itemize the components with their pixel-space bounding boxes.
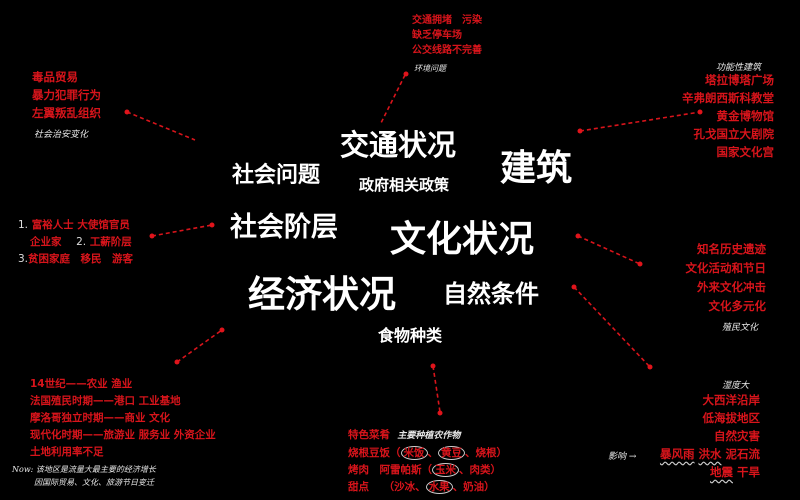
branch-architecture-item: 孔戈国立大剧院 [693, 127, 775, 141]
food-dish: 甜点 [348, 481, 369, 493]
note-food: 主要种植农作物 [397, 431, 461, 441]
branch-economy-item: 法国殖民时期——港口 工业基地 [30, 395, 181, 407]
branch-economy-item: 14世纪——农业 渔业 [30, 378, 133, 390]
branch-social-issues-item: 毒品贸易 [32, 70, 78, 84]
branch-social-issues: 毒品贸易 暴力犯罪行为 左翼叛乱组织 [32, 68, 101, 122]
branch-social-class: 1. 富裕人士 大使馆官员 企业家 2. 工薪阶层 3.贫困家庭 移民 游客 [18, 219, 134, 265]
note-architecture: 功能性建筑 [716, 63, 762, 73]
branch-culture-item: 外来文化冲击 [697, 280, 766, 294]
food-dish: 烧根豆饭 [348, 447, 390, 459]
branch-traffic-item: 缺乏停车场 [412, 30, 462, 41]
branch-architecture-item: 黄金博物馆 [716, 109, 775, 123]
topic-government-policy: 政府相关政策 [359, 176, 450, 194]
branch-social-class-item: 企业家 [30, 236, 62, 248]
topic-traffic: 交通状况 [340, 128, 457, 162]
branch-food: 特色菜肴 主要种植农作物 烧根豆饭（米饭、黄豆、烧根） 烤肉 阿雷帕斯（玉米、肉… [348, 429, 507, 494]
branch-social-class-item: 贫困家庭 移民 游客 [28, 253, 134, 265]
branch-architecture: 塔拉博塔广场 辛弗朗西斯科教堂 黄金博物馆 孔戈国立大剧院 国家文化宫 [682, 71, 774, 161]
branch-architecture-item: 塔拉博塔广场 [705, 73, 774, 87]
branch-traffic-item: 交通拥堵 污染 [412, 15, 482, 26]
branch-social-class-item: 富裕人士 大使馆官员 [31, 219, 130, 231]
branch-economy-item: 摩洛哥独立时期——商业 文化 [30, 412, 171, 424]
topic-social-issues: 社会问题 [232, 163, 321, 188]
branch-architecture-item: 国家文化宫 [716, 145, 775, 159]
topic-architecture: 建筑 [500, 148, 573, 189]
branch-nature-item: 自然灾害 [714, 429, 760, 443]
branch-culture: 知名历史遗迹 文化活动和节日 外来文化冲击 文化多元化 [686, 240, 767, 316]
note-nature: 湿度大 [722, 381, 750, 391]
branch-social-class-item: 工薪阶层 [89, 236, 132, 248]
branch-social-issues-item: 左翼叛乱组织 [32, 106, 101, 120]
branch-traffic-item: 公交线路不完善 [412, 45, 482, 56]
topic-culture: 文化状况 [390, 219, 535, 260]
topic-nature: 自然条件 [443, 280, 539, 308]
note-social-issues: 社会治安变化 [34, 130, 89, 140]
branch-culture-item: 知名历史遗迹 [697, 242, 766, 256]
branch-culture-item: 文化多元化 [708, 299, 767, 313]
note-culture: 殖民文化 [722, 323, 759, 333]
note-economy-2: 因国际贸易、文化、旅游节日变迁 [34, 478, 154, 487]
branch-traffic: 交通拥堵 污染 缺乏停车场 公交线路不完善 [412, 13, 482, 58]
note-nature-impact: 影响 → [608, 452, 637, 462]
topic-economy: 经济状况 [248, 273, 396, 316]
food-dish: 烤肉 阿雷帕斯 [348, 464, 422, 476]
topic-social-class: 社会阶层 [230, 212, 338, 243]
topic-food: 食物种类 [378, 326, 443, 345]
branch-nature: 大西洋沿岸 低海拔地区 自然灾害 暴风雨 洪水 泥石流 地震 干旱 [659, 393, 761, 479]
branch-economy-item: 现代化时期——旅游业 服务业 外资企业 [30, 429, 216, 441]
branch-economy-item: 土地利用率不足 [30, 446, 104, 458]
branch-social-issues-item: 暴力犯罪行为 [32, 88, 101, 102]
branch-nature-item: 大西洋沿岸 [702, 393, 761, 407]
branch-nature-item: 低海拔地区 [702, 411, 761, 425]
note-economy: Now: 该地区是流量大最主要的经济增长 [12, 465, 156, 474]
note-traffic: 环境问题 [414, 64, 446, 73]
food-title: 特色菜肴 [348, 429, 390, 441]
branch-economy: 14世纪——农业 渔业 法国殖民时期——港口 工业基地 摩洛哥独立时期——商业 … [30, 376, 216, 461]
branch-culture-item: 文化活动和节日 [685, 261, 767, 275]
branch-architecture-item: 辛弗朗西斯科教堂 [682, 91, 774, 105]
